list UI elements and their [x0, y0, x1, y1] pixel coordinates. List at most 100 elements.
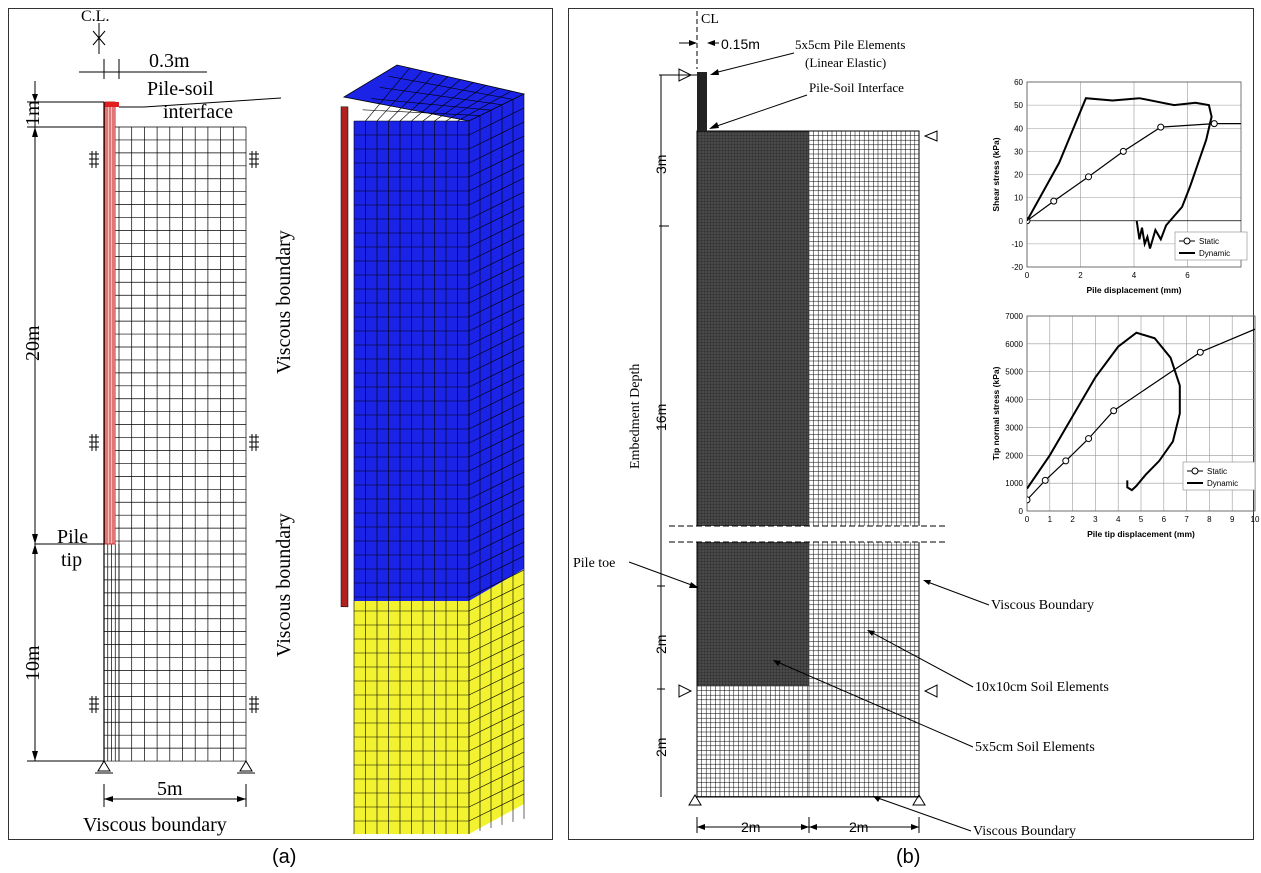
series-static-point — [1085, 435, 1093, 443]
top-depth-label-a: 1m — [22, 100, 44, 126]
dim-top-b: 3m — [653, 155, 669, 174]
y-tick-label: 60 — [1014, 78, 1023, 87]
y-tick-label: 50 — [1014, 101, 1023, 110]
y-tick-label: 1000 — [1005, 479, 1023, 488]
series-dynamic-line — [1027, 331, 1181, 492]
x-tick-label: 4 — [1116, 515, 1121, 524]
dim-mid-b: 2m — [653, 635, 669, 654]
legend-static-marker — [1191, 467, 1199, 475]
panel-b: CL 0.15m 5x5cm Pile Elements (Linear Ela… — [568, 8, 1260, 840]
pile-3d — [340, 106, 349, 608]
viscous-boundary-side-a2: Viscous boundary — [273, 513, 295, 657]
y-tick-label: 40 — [1014, 124, 1023, 133]
series-dynamic-line — [1027, 97, 1213, 249]
x-axis-label: Pile tip displacement (mm) — [1087, 529, 1195, 539]
panel-a: C.L. 0.3m Pile-soil interface 1m 20m 10m… — [8, 8, 553, 840]
x-tick-label: 9 — [1230, 515, 1235, 524]
centerline-label-a: C.L. — [81, 8, 109, 25]
embedment-label: Embedment Depth — [628, 364, 643, 469]
boundary-dampers — [89, 151, 259, 713]
y-tick-label: 6000 — [1005, 340, 1023, 349]
pile-radius-label-b: 0.15m — [721, 36, 760, 52]
y-tick-label: 20 — [1014, 171, 1023, 180]
legend-static-label: Static — [1207, 467, 1227, 476]
legend-dynamic-label: Dynamic — [1207, 479, 1238, 488]
y-tick-label: 7000 — [1005, 312, 1023, 321]
width-label-a: 5m — [157, 778, 183, 800]
y-tick-label: 2000 — [1005, 451, 1023, 460]
viscous-boundary-right-b: Viscous Boundary — [991, 598, 1094, 613]
soil-5-label: 5x5cm Soil Elements — [975, 740, 1095, 755]
pile-head — [104, 102, 119, 107]
legend-dynamic-label: Dynamic — [1199, 249, 1230, 258]
y-tick-label: 30 — [1014, 147, 1023, 156]
mesh-3d — [340, 64, 526, 834]
series-static-point — [1027, 496, 1031, 504]
x-tick-label: 3 — [1093, 515, 1098, 524]
viscous-boundary-bottom-a: Viscous boundary — [83, 814, 227, 836]
series-static-point — [1196, 348, 1204, 356]
legend-static-marker — [1183, 237, 1191, 245]
x-tick-label: 0 — [1025, 515, 1030, 524]
series-static-point — [1157, 123, 1165, 131]
series-static-point — [1119, 147, 1127, 155]
pile-b — [697, 72, 707, 131]
caption-a: (a) — [272, 846, 297, 868]
y-tick-label: 5000 — [1005, 368, 1023, 377]
pile-tip-label-a1: Pile — [57, 526, 88, 548]
legend-box — [1174, 231, 1248, 261]
legend-static-label: Static — [1199, 237, 1219, 246]
dim-bottom-b: 2m — [653, 738, 669, 757]
series-static-point — [1050, 197, 1058, 205]
y-tick-label: -10 — [1011, 240, 1023, 249]
plot-frame — [1026, 81, 1242, 268]
x-axis-label: Pile displacement (mm) — [1087, 285, 1182, 295]
y-tick-label: 3000 — [1005, 423, 1023, 432]
lower-depth-label-a: 10m — [22, 645, 44, 681]
pile-elements-sublabel: (Linear Elastic) — [805, 55, 886, 70]
x-tick-label: 1 — [1048, 515, 1053, 524]
interface-label-b: Pile-Soil Interface — [809, 80, 904, 95]
x-tick-label: 0 — [1025, 271, 1030, 280]
fe-mesh-b — [696, 130, 920, 798]
legend-box — [1182, 461, 1256, 491]
series-static-point — [1085, 173, 1093, 181]
interface-label-a2: interface — [163, 101, 233, 123]
x-tick-label: 2 — [1070, 515, 1075, 524]
series-static-line — [1027, 122, 1241, 222]
y-tick-label: 0 — [1019, 507, 1024, 516]
series-static-point — [1041, 476, 1049, 484]
y-tick-label: 10 — [1014, 194, 1023, 203]
width-right-b: 2m — [849, 819, 868, 835]
x-tick-label: 8 — [1207, 515, 1212, 524]
mesh-2d — [103, 126, 247, 762]
viscous-boundary-side-a1: Viscous boundary — [273, 230, 295, 374]
interface-label-a1: Pile-soil — [147, 78, 214, 100]
caption-b: (b) — [896, 846, 921, 868]
x-tick-label: 2 — [1078, 271, 1083, 280]
series-static-point — [1062, 457, 1070, 465]
pile-radius-label-a: 0.3m — [149, 50, 190, 72]
pile-elements-label: 5x5cm Pile Elements — [795, 37, 905, 52]
dim-embed-b: 16m — [653, 404, 669, 431]
x-tick-label: 10 — [1251, 515, 1260, 524]
upper-depth-label-a: 20m — [22, 325, 44, 361]
y-tick-label: 4000 — [1005, 396, 1023, 405]
x-tick-label: 4 — [1132, 271, 1137, 280]
series-static-point — [1110, 407, 1118, 415]
pile-tip-label-a2: tip — [61, 549, 82, 571]
x-tick-label: 6 — [1185, 271, 1190, 280]
x-tick-label: 6 — [1162, 515, 1167, 524]
y-tick-label: 0 — [1019, 217, 1024, 226]
centerline-label-b: CL — [701, 12, 719, 27]
y-axis-label: Shear stress (kPa) — [991, 137, 1001, 211]
width-left-b: 2m — [741, 819, 760, 835]
panel-a-diagram: C.L. 0.3m Pile-soil interface 1m 20m 10m… — [22, 8, 526, 836]
x-tick-label: 5 — [1139, 515, 1144, 524]
series-static-point — [1210, 120, 1218, 128]
y-tick-label: -20 — [1011, 263, 1023, 272]
pile-toe-label: Pile toe — [573, 556, 615, 571]
plot-frame — [1026, 315, 1256, 512]
